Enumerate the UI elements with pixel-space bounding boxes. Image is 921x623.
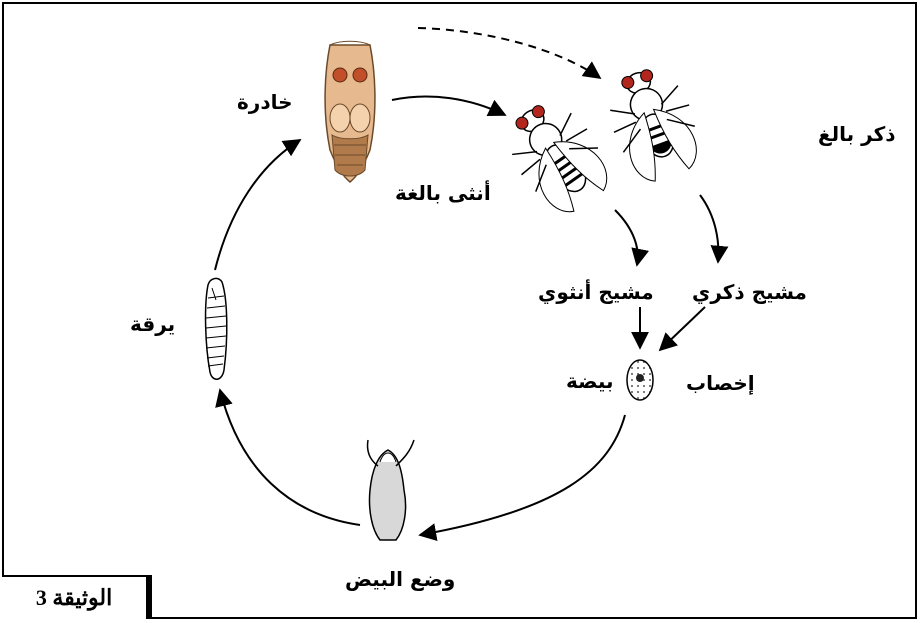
arrow-dashed-to-male	[418, 28, 600, 78]
arrow-pupa-to-female	[392, 96, 505, 115]
label-egg-laying: وضع البيض	[345, 569, 455, 589]
pupa-illustration	[325, 41, 375, 182]
label-fertilization: إخصاب	[686, 373, 755, 393]
adult-female-fly-illustration	[494, 90, 621, 224]
adult-male-fly-illustration	[598, 60, 710, 189]
label-adult-male: ذكر بالغ	[818, 124, 896, 144]
label-egg: بيضة	[566, 371, 614, 391]
larva-illustration	[206, 278, 227, 379]
arrow-larva-to-pupa	[215, 140, 300, 270]
arrow-male-to-gamete	[700, 195, 718, 262]
egg-illustration	[627, 360, 653, 400]
label-pupa: خادرة	[237, 92, 293, 112]
label-adult-female: أنثى بالغة	[395, 183, 491, 203]
arrow-male-gamete-to-egg	[660, 307, 705, 350]
arrow-egg-to-laying	[420, 415, 625, 535]
arrow-laying-to-larva	[220, 390, 360, 525]
document-label: الوثيقة 3	[2, 577, 146, 619]
arrow-female-to-gamete	[615, 210, 638, 265]
label-larva: يرقة	[130, 314, 175, 334]
label-male-gamete: مشيج ذكري	[692, 282, 807, 302]
label-female-gamete: مشيج أنثوي	[538, 282, 654, 302]
document-label-box: الوثيقة 3	[2, 575, 148, 619]
egg-laying-illustration	[367, 440, 414, 540]
